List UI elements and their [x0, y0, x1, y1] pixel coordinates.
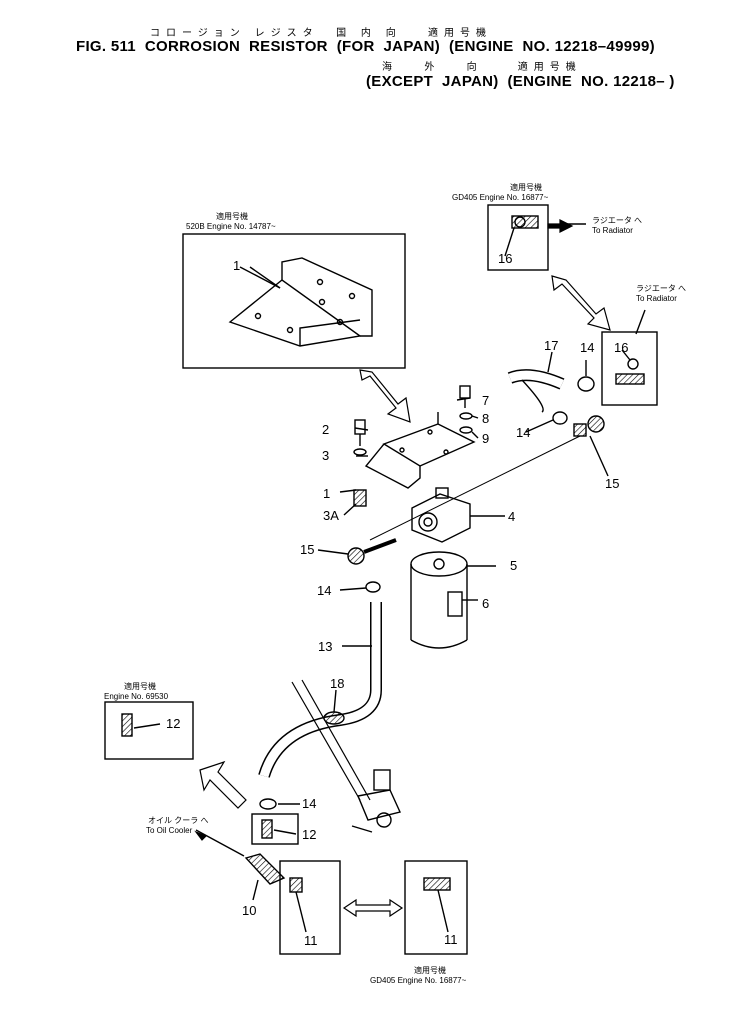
oil-cooler-dest: To Oil Cooler: [146, 826, 193, 835]
callout-18: 18: [330, 676, 345, 691]
subtitle-japanese: 海 外 向 適用号機: [382, 62, 582, 73]
fitting-16-top: [511, 215, 539, 229]
radiator-top-applicability: GD405 Engine No. 16877~: [452, 193, 549, 202]
washer-3: [353, 448, 367, 456]
oil-cooler-dest-jp: オイル クーラ へ: [148, 816, 209, 825]
callout-6: 6: [482, 596, 490, 611]
callout-1-inset: 1: [233, 258, 241, 273]
callout-11-left: 11: [304, 933, 318, 948]
arrow-bracket: [359, 369, 411, 423]
callout-12-inset: 12: [302, 827, 317, 842]
callout-8: 8: [482, 411, 490, 426]
bracket-inset-jp: 適用号機: [216, 212, 248, 221]
bolt-7: [459, 385, 471, 399]
callout-1-main: 1: [323, 486, 331, 501]
radiator-side-dest: To Radiator: [636, 294, 677, 303]
radiator-side-dest-jp: ラジエータ へ: [636, 284, 687, 293]
callout-5: 5: [510, 558, 518, 573]
washer-8: [459, 412, 473, 420]
resistor-cartridge-5: [410, 551, 468, 649]
bottom-right-applicability: GD405 Engine No. 16877~: [370, 976, 467, 985]
clamp-14-lower: [365, 581, 381, 593]
callout-15-lower: 15: [300, 542, 315, 557]
radiator-top-dest: To Radiator: [592, 226, 633, 235]
callout-12-left: 12: [166, 716, 181, 731]
clamp-14-upper: [577, 376, 595, 392]
inset-box-bottom-left: [279, 860, 341, 955]
inset-box-oil-fitting: [251, 813, 299, 845]
fitting-11-right: [423, 877, 451, 891]
bolt-2: [354, 419, 366, 435]
arrow-to-oil-cooler: [194, 830, 208, 841]
figure-title: FIG. 511 CORROSION RESISTOR (FOR JAPAN) …: [76, 38, 655, 55]
callout-7: 7: [482, 393, 490, 408]
callout-2: 2: [322, 422, 330, 437]
callout-4: 4: [508, 509, 516, 524]
callout-9: 9: [482, 431, 490, 446]
clamp-14-mid: [552, 411, 568, 425]
callout-15-upper: 15: [605, 476, 620, 491]
callout-13: 13: [318, 639, 333, 654]
radiator-top-dest-jp: ラジエータ へ: [592, 216, 643, 225]
washer-9: [459, 426, 473, 434]
inset-box-bracket: [182, 233, 406, 369]
callout-14-mid: 14: [516, 425, 531, 440]
fitting-12-inset: [261, 819, 273, 839]
callout-16-side: 16: [614, 340, 629, 355]
bracket-small: [364, 412, 476, 489]
callout-14-upper: 14: [580, 340, 595, 355]
oil-left-jp: 適用号機: [124, 682, 156, 691]
bracket-inset-applicability: 520B Engine No. 14787~: [186, 222, 276, 231]
clamp-14-bottom: [259, 798, 277, 810]
fitting-16-side: [615, 358, 645, 385]
oil-left-applicability: Engine No. 69530: [104, 692, 169, 701]
callout-17: 17: [544, 338, 559, 353]
fitting-10: [244, 853, 286, 885]
radiator-top-jp: 適用号機: [510, 183, 542, 192]
arrow-to-radiator: [547, 219, 574, 233]
inset-box-radiator-side: [601, 331, 658, 406]
arrow-bottom: [342, 898, 404, 918]
callout-3: 3: [322, 448, 330, 463]
title-japanese: コロージョン レジスタ 国 内 向 適用号機: [150, 28, 493, 39]
spacer-3a: [353, 489, 367, 507]
arrow-radiator: [551, 275, 611, 331]
callout-3a: 3A: [323, 508, 339, 523]
valve-15-lower: [347, 538, 397, 565]
valve-15-upper: [573, 415, 605, 437]
arrow-oil-left: [199, 760, 247, 809]
callout-10: 10: [242, 903, 257, 918]
inset-box-bottom-right: [404, 860, 468, 955]
inset-box-oil-left: [104, 701, 194, 760]
bottom-right-jp: 適用号機: [414, 966, 446, 975]
clip-18: [323, 711, 345, 725]
callout-14-bottom: 14: [302, 796, 317, 811]
fitting-12-left: [121, 713, 133, 737]
resistor-head-4: [411, 487, 471, 543]
figure-subtitle: (EXCEPT JAPAN) (ENGINE NO. 12218– ): [366, 73, 675, 90]
callout-14-lower: 14: [317, 583, 332, 598]
inset-box-radiator-top: [487, 204, 549, 271]
bracket-large: [228, 257, 373, 347]
callout-11-right: 11: [444, 932, 458, 947]
callout-16-top: 16: [498, 251, 513, 266]
oil-valve-assembly: [351, 769, 401, 833]
fitting-11-left: [289, 877, 303, 893]
